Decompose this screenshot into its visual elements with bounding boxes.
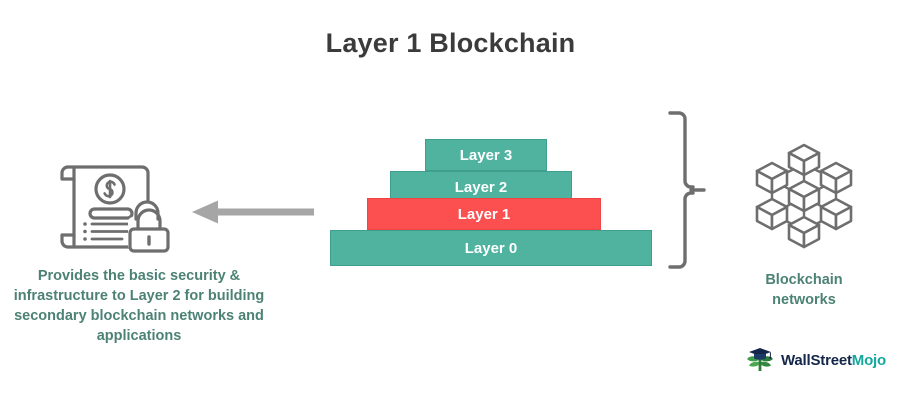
pyramid-layer-0-label: Layer 0 xyxy=(464,239,518,257)
pyramid-layer-0[interactable]: Layer 0 xyxy=(330,230,652,266)
pyramid-layer-1-label: Layer 1 xyxy=(457,205,511,223)
wallstreetmojo-logo[interactable]: WallStreetMojo xyxy=(745,345,886,375)
page-title: Layer 1 Blockchain xyxy=(325,28,576,58)
wallstreetmojo-logo-text: WallStreetMojo xyxy=(781,352,886,369)
wallstreetmojo-logo-icon xyxy=(747,348,773,371)
pyramid-layer-2-label: Layer 2 xyxy=(454,178,508,196)
document-dollar-lock-icon xyxy=(52,157,178,257)
right-caption-line-2: networks xyxy=(772,292,836,308)
logo-text-primary: WallStreet xyxy=(781,351,852,369)
logo-text-accent: Mojo xyxy=(851,351,886,369)
right-caption: Blockchain networks xyxy=(722,270,886,310)
curly-brace-right-icon xyxy=(666,110,706,270)
pyramid-layer-3-label: Layer 3 xyxy=(459,146,513,164)
pyramid-layer-3[interactable]: Layer 3 xyxy=(425,139,547,171)
pyramid-layer-1[interactable]: Layer 1 xyxy=(367,198,601,230)
left-caption: Provides the basic security & infrastruc… xyxy=(13,268,265,344)
blockchain-network-cubes-icon xyxy=(745,138,863,252)
arrow-left-icon xyxy=(192,200,314,224)
right-caption-line-1: Blockchain xyxy=(765,272,843,288)
